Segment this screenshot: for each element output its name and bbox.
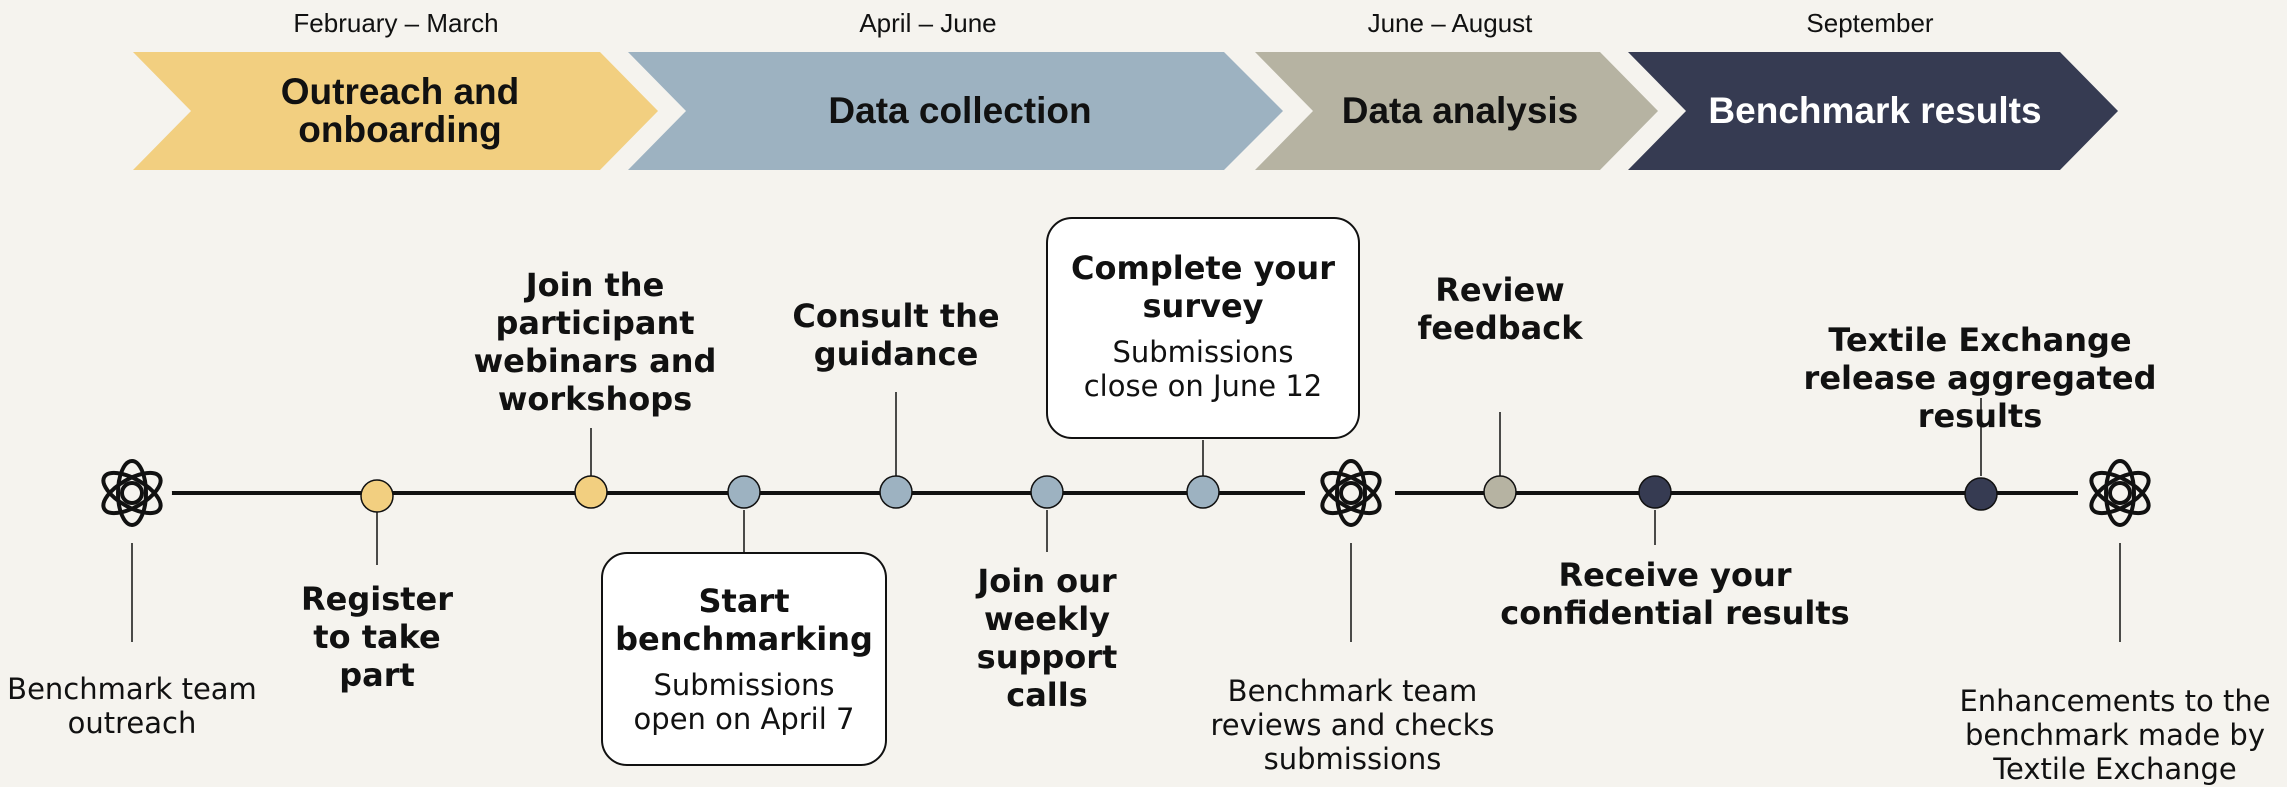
phase-arrow-analysis [1255, 52, 1658, 170]
phase-date-collection: April – June [859, 8, 997, 38]
milestone-survey-note: Submissions close on June 12 [1083, 335, 1323, 403]
milestone-dot-register [360, 479, 394, 513]
milestone-guidance-title: Consult the guidance [792, 297, 1000, 373]
phase-label-analysis: Data analysis [1341, 90, 1579, 131]
milestone-survey-title: Complete your survey [1071, 249, 1335, 325]
milestone-dot-review-feedback [1483, 475, 1517, 509]
openai-knot-icon [2080, 453, 2160, 533]
phase-arrow-outreach [133, 52, 658, 170]
milestone-start-box: Start benchmarking Submissions open on A… [601, 552, 887, 766]
milestone-review-feedback-title: Review feedback [1417, 271, 1583, 347]
phase-label-results: Benchmark results [1708, 90, 2042, 131]
team-step-review-note: Benchmark team reviews and checks submis… [1210, 674, 1495, 776]
phase-date-outreach: February – March [293, 8, 499, 38]
milestone-receive-results-title: Receive your confidential results [1500, 556, 1850, 632]
milestone-dot-survey [1186, 475, 1220, 509]
openai-knot-icon [1311, 453, 1391, 533]
milestone-support-calls-title: Join our weekly support calls [976, 562, 1118, 714]
phase-label-collection: Data collection [828, 90, 1092, 131]
milestone-release-title: Textile Exchange release aggregated resu… [1803, 321, 2157, 435]
milestone-dot-guidance [879, 475, 913, 509]
team-step-outreach-note: Benchmark team outreach [7, 672, 257, 740]
milestone-dot-start [727, 475, 761, 509]
milestone-dot-support-calls [1030, 475, 1064, 509]
milestone-start-note: Submissions open on April 7 [633, 668, 855, 736]
milestone-dot-webinars [574, 475, 608, 509]
milestone-survey-box: Complete your survey Submissions close o… [1046, 217, 1360, 439]
phase-arrow-results [1628, 52, 2118, 170]
milestone-dot-receive-results [1638, 475, 1672, 509]
milestone-dot-release [1964, 477, 1998, 511]
phase-date-results: September [1806, 8, 1934, 38]
phase-label-outreach: Outreach and onboarding [280, 71, 520, 150]
phase-date-analysis: June – August [1367, 8, 1533, 38]
milestone-start-title: Start benchmarking [615, 582, 873, 658]
milestone-webinars-title: Join the participant webinars and worksh… [473, 266, 717, 418]
openai-knot-icon [92, 453, 172, 533]
team-step-enhancements-note: Enhancements to the benchmark made by Te… [1959, 684, 2271, 786]
phase-arrow-collection [628, 52, 1283, 170]
milestone-register-title: Register to take part [300, 580, 454, 694]
